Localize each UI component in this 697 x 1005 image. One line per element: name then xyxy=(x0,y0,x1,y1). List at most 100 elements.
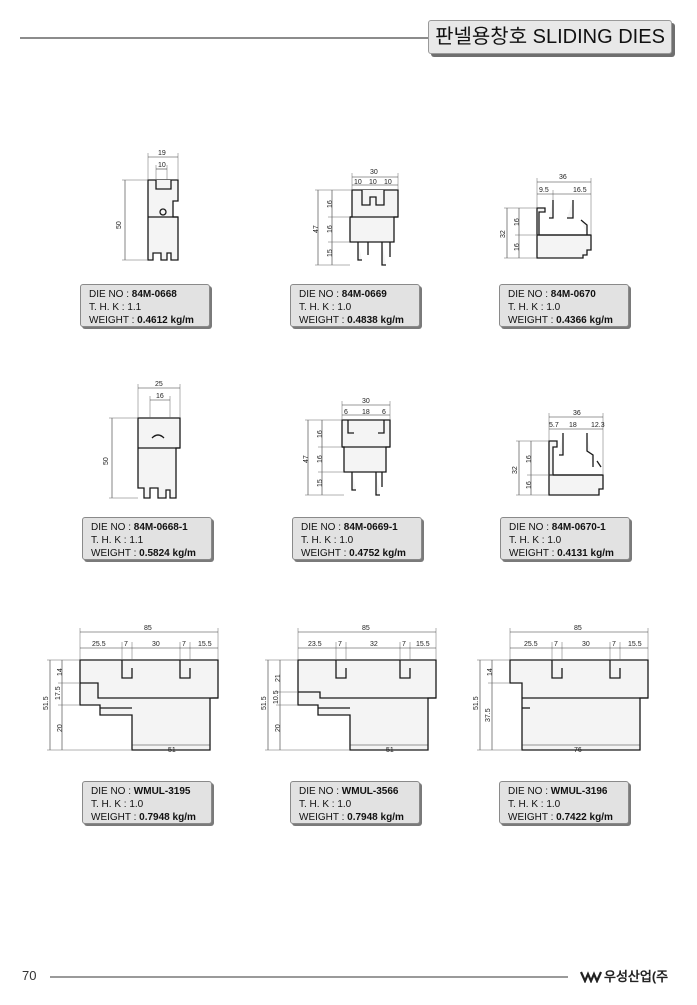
weight-value: 0.4131 kg/m xyxy=(557,548,614,559)
dim-text: 25.5 xyxy=(524,641,538,648)
dim-text: 36 xyxy=(573,410,581,417)
dim-text: 14 xyxy=(57,668,64,676)
die-no-label: DIE NO : xyxy=(509,522,550,533)
dim-text: 16 xyxy=(526,481,533,489)
thk-label: T. H. K : xyxy=(508,799,544,810)
dim-text: 6 xyxy=(344,409,348,416)
thk-label: T. H. K : xyxy=(91,535,127,546)
thk-value: 1.1 xyxy=(129,535,144,546)
thk-label: T. H. K : xyxy=(89,302,125,313)
weight-label: WEIGHT : xyxy=(301,548,347,559)
dim-text: 7 xyxy=(124,641,128,648)
weight-value: 0.7422 kg/m xyxy=(556,812,613,823)
dim-text: 16 xyxy=(526,455,533,463)
dim-text: 30 xyxy=(362,398,370,405)
spec-card: DIE NO : 84M-0669-1 T. H. K : 1.0 WEIGHT… xyxy=(292,517,422,560)
dim-text: 10 xyxy=(158,162,166,169)
thk-value: 1.0 xyxy=(547,535,562,546)
dim-text: 18 xyxy=(569,422,577,429)
weight-value: 0.4838 kg/m xyxy=(347,315,404,326)
dim-text: 23.5 xyxy=(308,641,322,648)
profile-drawing-wmul-3196: 85 25.5 7 30 7 15.5 51.5 14 37.5 76 xyxy=(473,625,649,754)
dim-text: 51 xyxy=(168,747,176,754)
dim-text: 16 xyxy=(514,218,521,226)
dim-text: 5.7 xyxy=(549,422,559,429)
dim-text: 51.5 xyxy=(473,696,480,710)
profile-drawing-84m-0669: 30 10 10 10 47 16 16 15 xyxy=(313,169,399,266)
dim-text: 32 xyxy=(512,466,519,474)
page-title: 판넬용창호 SLIDING DIES xyxy=(428,20,672,54)
dim-text: 16 xyxy=(317,455,324,463)
weight-label: WEIGHT : xyxy=(91,812,137,823)
dim-text: 16.5 xyxy=(573,187,587,194)
dim-text: 16 xyxy=(156,393,164,400)
thk-value: 1.0 xyxy=(337,799,352,810)
weight-value: 0.7948 kg/m xyxy=(139,812,196,823)
weight-value: 0.7948 kg/m xyxy=(347,812,404,823)
die-no-label: DIE NO : xyxy=(301,522,342,533)
die-no-label: DIE NO : xyxy=(91,522,132,533)
weight-value: 0.4752 kg/m xyxy=(349,548,406,559)
dim-text: 47 xyxy=(303,455,310,463)
weight-value: 0.4612 kg/m xyxy=(137,315,194,326)
die-no-label: DIE NO : xyxy=(91,786,132,797)
spec-card: DIE NO : 84M-0670 T. H. K : 1.0 WEIGHT :… xyxy=(499,284,629,327)
dim-text: 10 xyxy=(354,179,362,186)
dim-text: 10 xyxy=(384,179,392,186)
dim-text: 10 xyxy=(369,179,377,186)
spec-card: DIE NO : WMUL-3195 T. H. K : 1.0 WEIGHT … xyxy=(82,781,212,824)
thk-label: T. H. K : xyxy=(91,799,127,810)
weight-label: WEIGHT : xyxy=(91,548,137,559)
dim-text: 47 xyxy=(313,225,320,233)
die-no-value: 84M-0668 xyxy=(131,289,177,300)
weight-label: WEIGHT : xyxy=(508,812,554,823)
die-no-label: DIE NO : xyxy=(508,289,549,300)
weight-label: WEIGHT : xyxy=(299,315,345,326)
dim-text: 16 xyxy=(327,225,334,233)
profile-drawing-84m-0668-1: 25 16 50 xyxy=(103,381,181,499)
profile-drawing-84m-0668: 19 10 50 xyxy=(116,150,179,261)
dim-text: 51.5 xyxy=(43,696,50,710)
spec-card: DIE NO : 84M-0668-1 T. H. K : 1.1 WEIGHT… xyxy=(82,517,212,560)
dim-text: 16 xyxy=(317,430,324,438)
dim-text: 50 xyxy=(103,457,110,465)
company-mark-icon xyxy=(580,971,602,983)
thk-value: 1.0 xyxy=(546,799,561,810)
dim-text: 32 xyxy=(370,641,378,648)
dim-text: 25 xyxy=(155,381,163,388)
die-no-label: DIE NO : xyxy=(508,786,549,797)
die-no-value: 84M-0669-1 xyxy=(343,522,398,533)
page-number: 70 xyxy=(22,968,37,983)
footer-rule xyxy=(50,976,568,978)
dim-text: 20 xyxy=(57,724,64,732)
dim-text: 30 xyxy=(582,641,590,648)
dim-text: 25.5 xyxy=(92,641,106,648)
spec-card: DIE NO : WMUL-3196 T. H. K : 1.0 WEIGHT … xyxy=(499,781,629,824)
thk-value: 1.0 xyxy=(129,799,144,810)
thk-value: 1.0 xyxy=(337,302,352,313)
weight-value: 0.5824 kg/m xyxy=(139,548,196,559)
die-no-value: 84M-0668-1 xyxy=(133,522,188,533)
profile-drawing-84m-0670: 36 9.5 16.5 32 16 16 xyxy=(500,174,592,259)
dim-text: 7 xyxy=(182,641,186,648)
thk-value: 1.1 xyxy=(127,302,142,313)
dim-text: 6 xyxy=(382,409,386,416)
dim-text: 20 xyxy=(275,724,282,732)
dim-text: 16 xyxy=(514,243,521,251)
dim-text: 85 xyxy=(574,625,582,632)
dim-text: 15.5 xyxy=(628,641,642,648)
thk-value: 1.0 xyxy=(546,302,561,313)
die-no-value: 84M-0669 xyxy=(341,289,387,300)
dim-text: 15 xyxy=(317,479,324,487)
dim-text: 7 xyxy=(554,641,558,648)
spec-card: DIE NO : 84M-0668 T. H. K : 1.1 WEIGHT :… xyxy=(80,284,210,327)
dim-text: 19 xyxy=(158,150,166,157)
profile-drawing-wmul-3195: 85 25.5 7 30 7 15.5 51.5 14 17.5 20 51 xyxy=(43,625,219,754)
dim-text: 16 xyxy=(327,200,334,208)
dim-text: 15.5 xyxy=(198,641,212,648)
die-no-value: 84M-0670 xyxy=(550,289,596,300)
dim-text: 18 xyxy=(362,409,370,416)
dim-text: 30 xyxy=(370,169,378,176)
thk-label: T. H. K : xyxy=(509,535,545,546)
company-logo: 우성산업(주 xyxy=(580,966,668,985)
